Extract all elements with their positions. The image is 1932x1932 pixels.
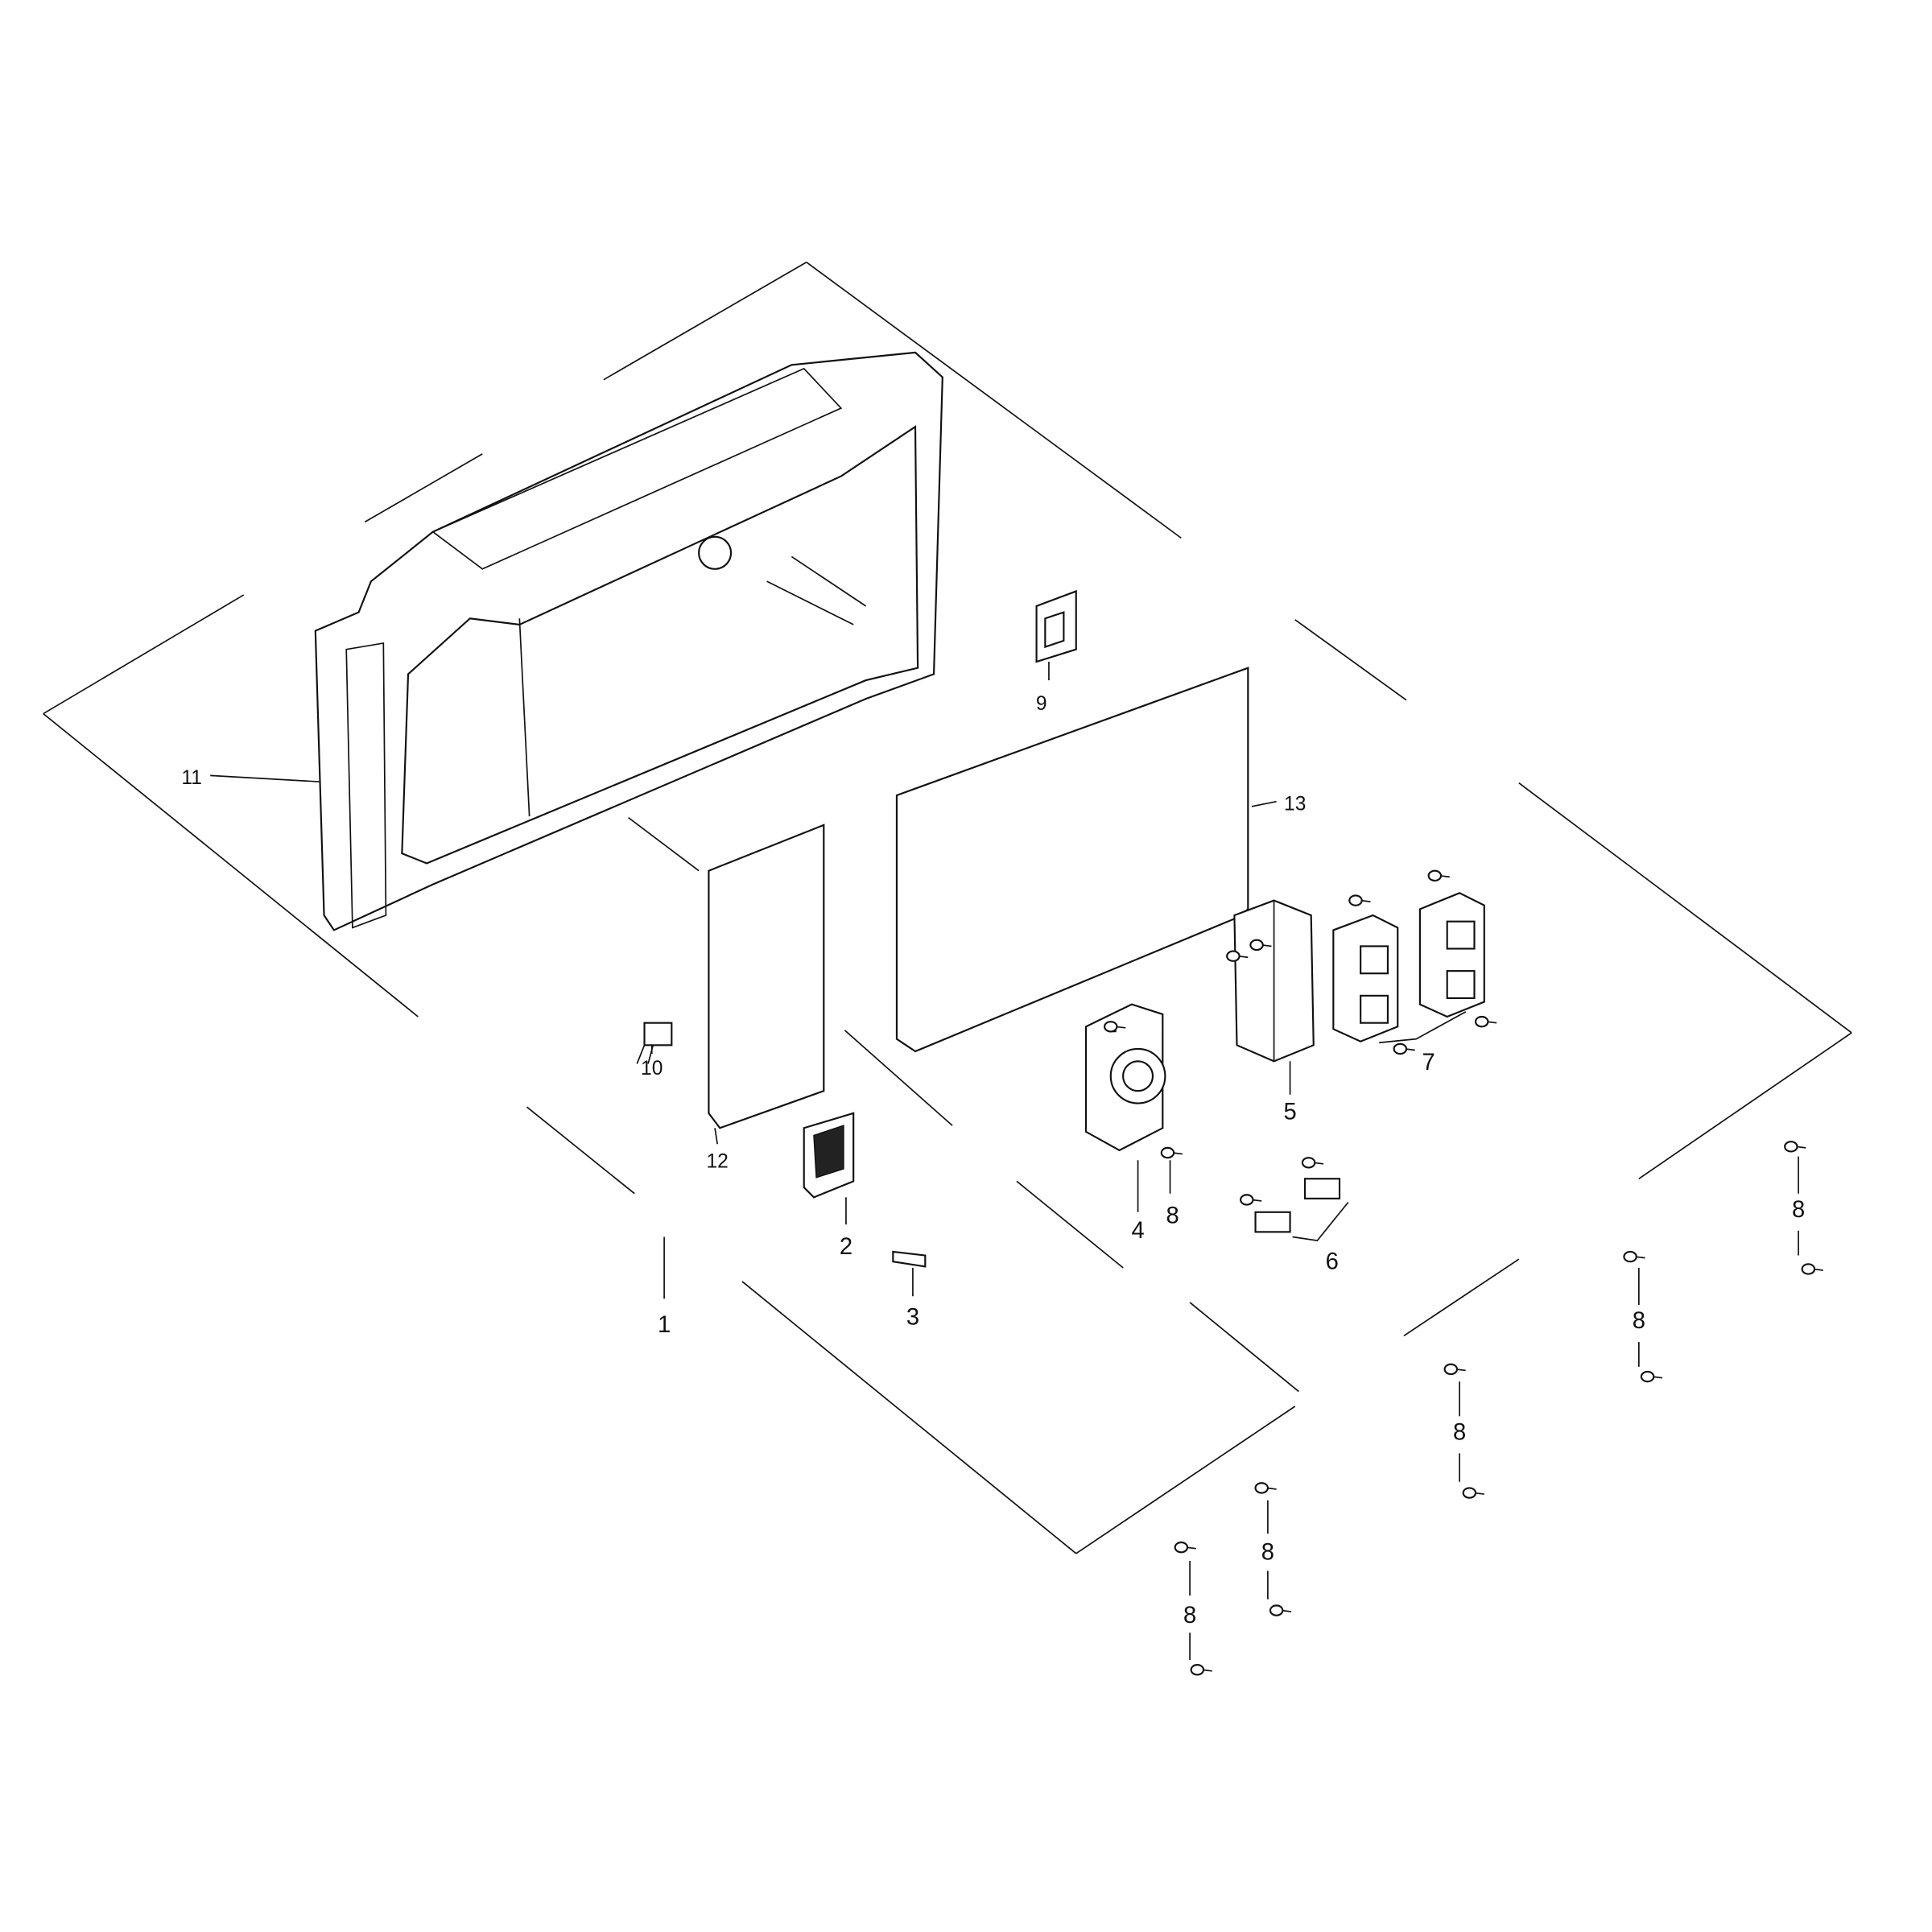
screw-icon bbox=[1160, 1146, 1183, 1159]
callout-3: 3 bbox=[906, 1305, 919, 1331]
screw-icon bbox=[1427, 869, 1450, 882]
panel-12 bbox=[708, 824, 825, 1129]
callout-8: 8 bbox=[1261, 1540, 1274, 1566]
part-4-twist-lock-outlet bbox=[1084, 1003, 1166, 1212]
callout-8: 8 bbox=[1183, 1603, 1196, 1629]
screw-icon bbox=[1462, 1487, 1484, 1499]
screw-icon bbox=[1190, 1664, 1212, 1676]
callout-7: 7 bbox=[1422, 1050, 1435, 1075]
leader-lines bbox=[210, 774, 1277, 1299]
screw-icon bbox=[1801, 1263, 1823, 1275]
callout-13: 13 bbox=[1284, 793, 1306, 815]
part-6-circuit-breakers bbox=[1254, 1178, 1349, 1242]
screw-icon bbox=[1640, 1370, 1663, 1383]
screw-icon bbox=[1174, 1541, 1196, 1554]
screw-icon bbox=[1301, 1157, 1324, 1169]
callout-8: 8 bbox=[1166, 1203, 1179, 1229]
screw-icon bbox=[1474, 1015, 1497, 1028]
part-10-sensor bbox=[636, 1022, 673, 1064]
screws bbox=[1104, 869, 1823, 1676]
screw-icon bbox=[1249, 939, 1272, 952]
callout-4: 4 bbox=[1131, 1218, 1144, 1244]
screw-icon bbox=[1348, 894, 1371, 906]
callout-10: 10 bbox=[641, 1058, 663, 1080]
callout-8: 8 bbox=[1453, 1419, 1466, 1445]
callout-5: 5 bbox=[1283, 1100, 1296, 1125]
screw-icon bbox=[1623, 1250, 1645, 1263]
part-3-fuse-holder bbox=[892, 1250, 927, 1297]
part-5-breaker bbox=[1233, 899, 1315, 1095]
part-2-rocker-switch bbox=[803, 1112, 855, 1225]
panel-13 bbox=[895, 667, 1249, 1053]
callout-11: 11 bbox=[181, 767, 202, 789]
callout-2: 2 bbox=[840, 1234, 852, 1260]
screw-icon bbox=[1240, 1194, 1262, 1206]
assembly-outline-lines bbox=[43, 262, 1852, 1554]
screw-icon bbox=[1104, 1021, 1126, 1033]
callout-6: 6 bbox=[1326, 1249, 1339, 1274]
callout-labels: 1 2 3 4 5 6 7 8 8 8 8 8 8 9 10 11 12 13 bbox=[181, 693, 1805, 1629]
screw-icon bbox=[1443, 1363, 1466, 1376]
control-panel-frame bbox=[314, 351, 943, 931]
part-9-module bbox=[1035, 589, 1077, 681]
callout-1: 1 bbox=[658, 1312, 671, 1338]
screw-icon bbox=[1784, 1141, 1806, 1153]
part-7-duplex-outlets bbox=[1332, 892, 1485, 1044]
screw-icon bbox=[1226, 950, 1249, 962]
screw-icon bbox=[1254, 1482, 1277, 1494]
callout-12: 12 bbox=[706, 1150, 728, 1172]
screw-icon bbox=[1393, 1042, 1415, 1055]
callout-8: 8 bbox=[1792, 1197, 1805, 1223]
screw-icon bbox=[1269, 1604, 1292, 1616]
callout-8: 8 bbox=[1633, 1308, 1645, 1334]
callout-9: 9 bbox=[1036, 693, 1047, 715]
